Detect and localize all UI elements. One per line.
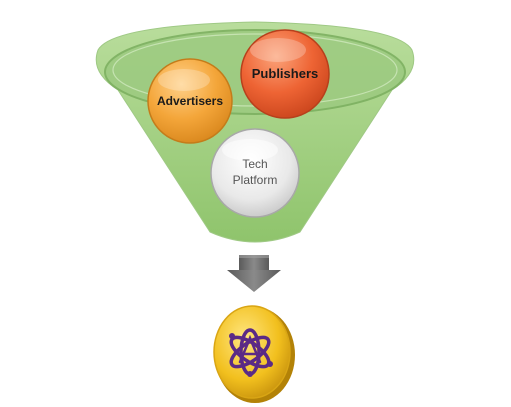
tech-platform-label-line-2: Platform bbox=[233, 173, 278, 187]
publishers-label: Publishers bbox=[252, 66, 318, 81]
tech-platform-node: Tech Platform bbox=[210, 128, 300, 218]
publishers-node: Publishers bbox=[240, 29, 330, 119]
down-arrow-icon bbox=[227, 255, 281, 292]
advertisers-label: Advertisers bbox=[157, 94, 223, 108]
tech-platform-label-line-1: Tech bbox=[242, 157, 267, 171]
advertisers-node: Advertisers bbox=[147, 58, 233, 144]
atom-a-logo-icon bbox=[213, 305, 295, 403]
